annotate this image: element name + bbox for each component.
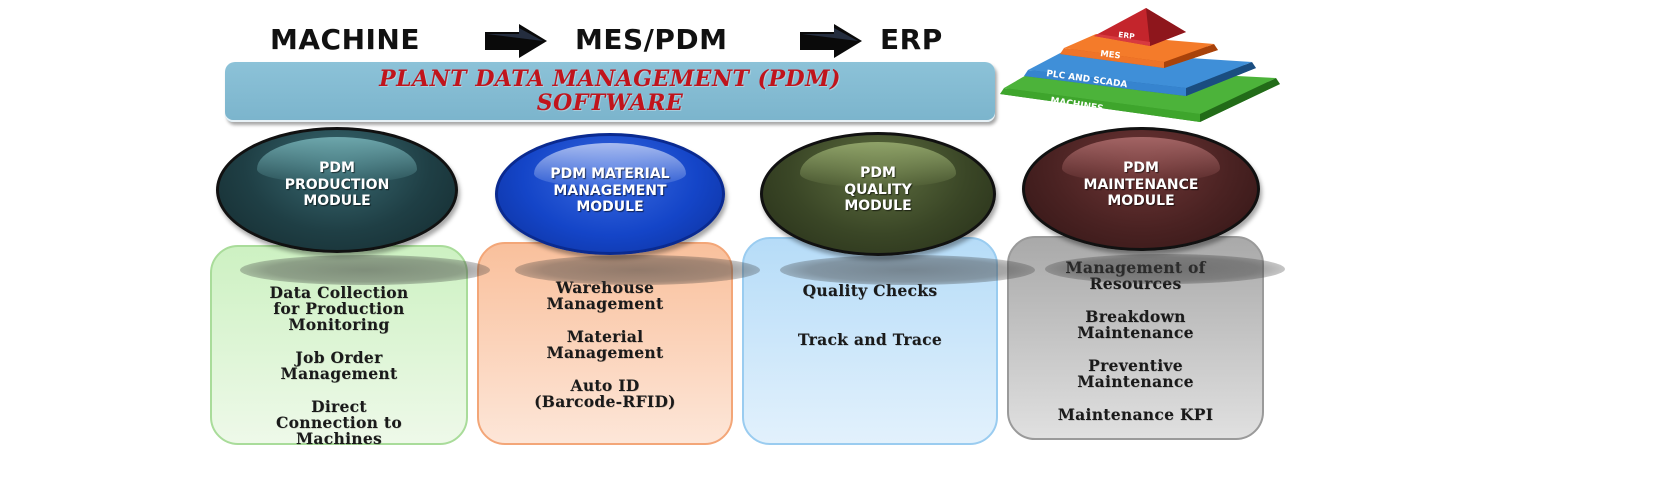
banner-title-line1: PLANT DATA MANAGEMENT (PDM)	[379, 66, 841, 92]
feature-item: Warehouse Management	[546, 278, 664, 313]
feature-item: Breakdown Maintenance	[1077, 307, 1194, 342]
circle-shadow	[240, 255, 490, 285]
feature-item: Direct Connection to Machines	[276, 397, 402, 448]
feature-item: Job Order Management	[280, 348, 398, 383]
module-title: PDM MAINTENANCE MODULE	[1083, 160, 1199, 209]
feature-item: Data Collection for Production Monitorin…	[269, 283, 409, 334]
module-title: PDM PRODUCTION MODULE	[284, 160, 390, 209]
module-circle-material: PDM MATERIAL MANAGEMENT MODULE	[495, 133, 725, 255]
module-circle-production: PDM PRODUCTION MODULE	[216, 127, 458, 253]
pyramid-level-mes: MES	[1060, 34, 1218, 68]
feature-item: Track and Trace	[797, 330, 943, 349]
pyramid-label-mes: MES	[1100, 49, 1121, 61]
feature-item: Maintenance KPI	[1057, 405, 1214, 424]
module-title: PDM MATERIAL MANAGEMENT MODULE	[550, 166, 670, 215]
feature-item: Auto ID (Barcode-RFID)	[534, 376, 676, 411]
module-circle-quality: PDM QUALITY MODULE	[760, 132, 996, 256]
automation-pyramid-icon: MACHINES PLC AND SCADA MES ERP	[1000, 8, 1280, 122]
feature-item: Quality Checks	[802, 281, 938, 300]
feature-item: Material Management	[546, 327, 664, 362]
title-banner: PLANT DATA MANAGEMENT (PDM) SOFTWARE	[225, 62, 995, 122]
right-arrow-icon	[485, 24, 547, 58]
flow-step-mes-pdm: MES/PDM	[575, 23, 728, 56]
pyramid-label-erp: ERP	[1118, 30, 1136, 41]
module-circle-maintenance: PDM MAINTENANCE MODULE	[1022, 127, 1260, 251]
circle-shadow	[515, 255, 760, 285]
module-title: PDM QUALITY MODULE	[844, 165, 912, 214]
right-arrow-icon	[800, 24, 862, 58]
flow-step-erp: ERP	[880, 23, 943, 56]
circle-shadow	[1045, 254, 1285, 284]
banner-title-line2: SOFTWARE	[536, 90, 684, 116]
feature-item: Preventive Maintenance	[1077, 356, 1194, 391]
pyramid-level-erp: ERP	[1094, 8, 1186, 46]
circle-shadow	[780, 255, 1035, 285]
flow-step-machine: MACHINE	[270, 23, 420, 56]
